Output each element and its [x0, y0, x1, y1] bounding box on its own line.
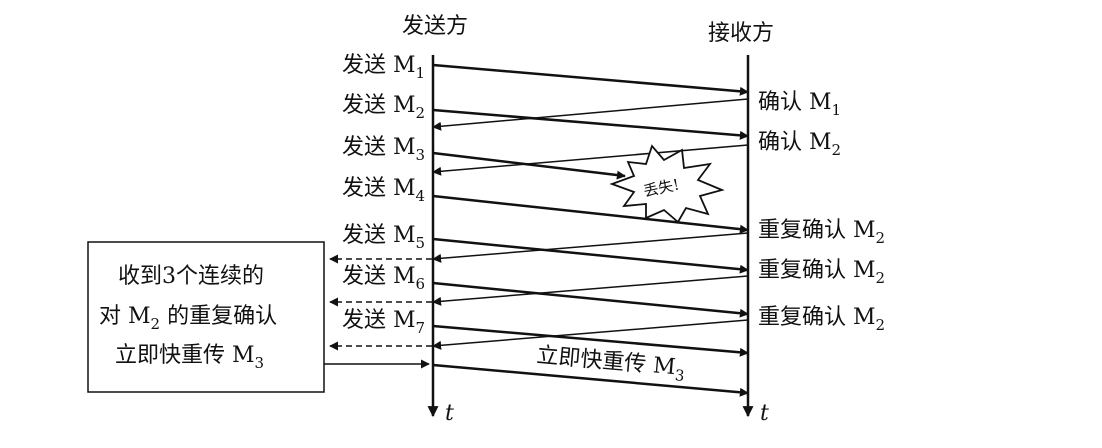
- segment-arrow-m7: [432, 324, 749, 357]
- ack-arrow-m2: [432, 144, 749, 176]
- retransmit-arrow-m3: [432, 363, 749, 397]
- segment-arrow-m2: [432, 108, 749, 140]
- fast-retransmit-note: [87, 241, 325, 393]
- send-label-m4: 发送 M4: [342, 176, 425, 205]
- segment-arrow-m6: [432, 281, 749, 318]
- send-label-m2: 发送 M2: [342, 93, 425, 122]
- ack-arrow-m1: [432, 98, 749, 131]
- dup-ack-arrow-3: [432, 319, 749, 350]
- send-label-m1: 发送 M1: [342, 53, 425, 82]
- dup-ack-label-2: 重复确认 M2: [758, 258, 885, 287]
- ack-label-m1: 确认 M1: [758, 90, 841, 119]
- send-label-m5: 发送 M5: [342, 223, 425, 252]
- segment-arrow-m5: [432, 237, 749, 274]
- dup-ack-arrow-1: [432, 232, 749, 263]
- dup-ack-label-3: 重复确认 M2: [758, 305, 885, 334]
- send-label-m7: 发送 M7: [342, 308, 425, 337]
- send-label-m6: 发送 M6: [342, 264, 425, 293]
- note-line-3: 立即快重传 M3: [115, 343, 264, 372]
- note-line-1: 收到3个连续的: [118, 264, 264, 289]
- segment-arrow-m1: [432, 63, 749, 96]
- ack-label-m2: 确认 M2: [758, 130, 841, 159]
- send-label-m3: 发送 M3: [342, 135, 425, 164]
- segment-arrow-m4: [432, 194, 749, 234]
- dup-ack-label-1: 重复确认 M2: [758, 218, 885, 247]
- receiver-time-label: t: [760, 401, 769, 426]
- receiver-header: 接收方: [708, 21, 774, 46]
- sender-time-label: t: [445, 401, 454, 426]
- dup-ack-arrow-2: [432, 275, 749, 306]
- lost-burst: [609, 144, 725, 224]
- retransmit-label: 立即快重传 M3: [535, 343, 686, 385]
- sender-header: 发送方: [402, 14, 468, 39]
- note-line-2: 对 M2 的重复确认: [99, 304, 277, 333]
